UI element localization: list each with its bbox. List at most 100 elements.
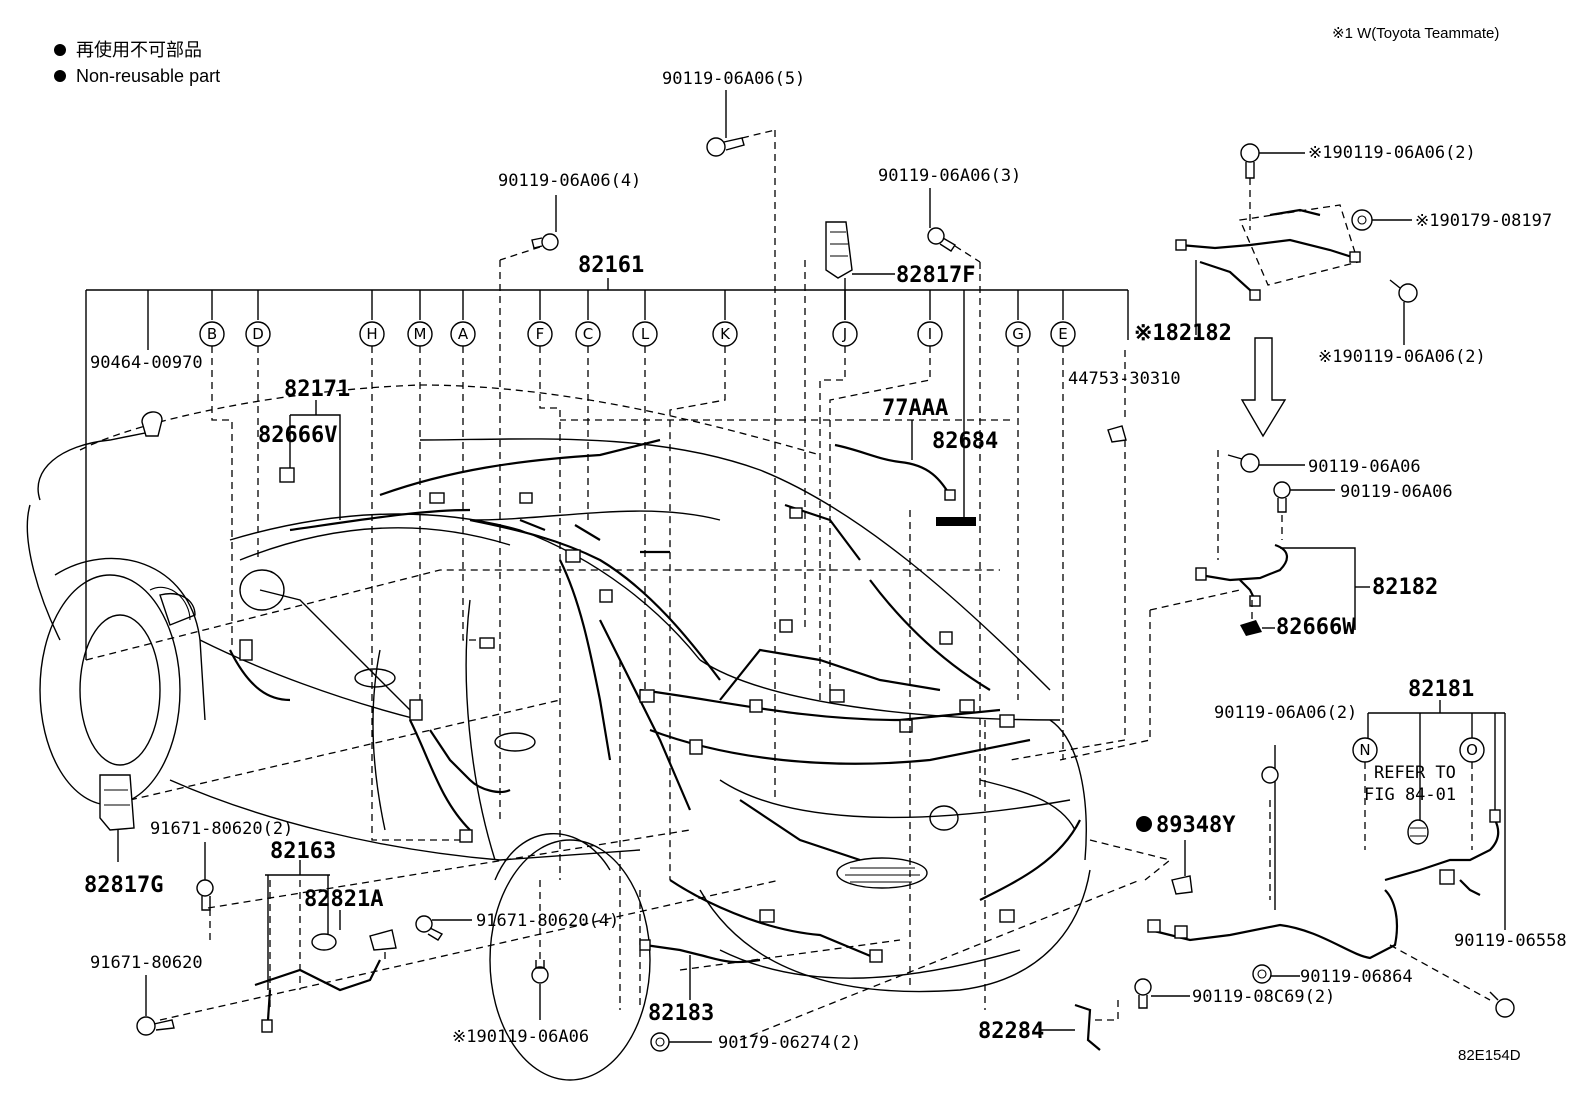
connector-letter-circles: B D H M A F C L K J I G E N O [199, 321, 1485, 763]
label-89348Y: 89348Y [1156, 813, 1236, 838]
label-tt-90119-06A06: ※190119-06A06 [452, 1027, 589, 1047]
label-tt-82182: ※182182 [1134, 321, 1232, 346]
ecu-icon [825, 221, 853, 279]
bolt-icon [706, 137, 745, 157]
bolt-icon [1261, 766, 1279, 784]
svg-text:B: B [207, 325, 217, 343]
label-90119-06558: 90119-06558 [1454, 931, 1567, 951]
label-91671-80620: 91671-80620 [90, 953, 203, 973]
svg-text:A: A [458, 325, 469, 343]
connector-G: G [1005, 321, 1031, 347]
label-90179-06274: 90179-06274(2) [718, 1033, 861, 1053]
label-90119-06A06-3: 90119-06A06(3) [878, 166, 1021, 186]
part-labels: 90119-06A06(5) 90119-06A06(4) 90119-06A0… [84, 69, 1567, 1064]
svg-text:L: L [641, 325, 650, 343]
connector-I: I [917, 321, 943, 347]
connector-A: A [450, 321, 476, 347]
figure-code: 82E154D [1458, 1047, 1521, 1064]
connector-J: J [832, 321, 858, 347]
connector-F: F [527, 321, 553, 347]
label-82817G: 82817G [84, 873, 163, 898]
label-tt-90179-08197: ※190179-08197 [1415, 211, 1552, 231]
label-90119-06A06-b: 90119-06A06 [1340, 482, 1453, 502]
toyota-teammate-note: ※1 W(Toyota Teammate) [1332, 25, 1499, 42]
svg-text:O: O [1466, 741, 1478, 759]
connector-C: C [575, 321, 601, 347]
bolt-icon [1134, 978, 1152, 1009]
connector-B: B [199, 321, 225, 347]
nut-icon [1351, 209, 1373, 231]
bolt-icon [415, 915, 444, 941]
label-refer-to: REFER TO [1374, 763, 1456, 783]
connector-N: N [1352, 737, 1378, 763]
leader-lines [85, 130, 1241, 1041]
car-body [26, 384, 1091, 1081]
label-82666W: 82666W [1276, 615, 1356, 640]
label-90119-06A06-a: 90119-06A06 [1308, 457, 1421, 477]
label-fig-84-01: FIG 84-01 [1364, 785, 1456, 805]
svg-text:E: E [1058, 325, 1067, 343]
bolt-icon [136, 1016, 175, 1036]
legend-text-ja: 再使用不可部品 [76, 40, 202, 60]
connector-M: M [407, 321, 433, 347]
label-82163: 82163 [270, 839, 336, 864]
label-90119-08C69: 90119-08C69(2) [1192, 987, 1335, 1007]
arrow-down-icon [1240, 337, 1287, 438]
bolt-icon [1240, 143, 1260, 179]
grommet-icon [1407, 819, 1429, 845]
label-82161: 82161 [578, 253, 644, 278]
non-reusable-marker-icon [54, 44, 66, 56]
connector-L: L [632, 321, 658, 347]
connector-H: H [359, 321, 385, 347]
bolt-icon [1273, 481, 1291, 513]
non-reusable-marker-icon [54, 70, 66, 82]
connector-K: K [712, 321, 738, 347]
nut-icon [1252, 964, 1272, 984]
ecu-icon [99, 774, 135, 831]
svg-text:I: I [928, 325, 932, 343]
label-tt-90119-06A06-2a: ※190119-06A06(2) [1308, 143, 1476, 163]
connector-O: O [1459, 737, 1485, 763]
label-91671-80620-4: 91671-80620(4) [476, 911, 619, 931]
label-90119-06864: 90119-06864 [1300, 967, 1413, 987]
clip-icon [1107, 425, 1127, 443]
label-82684: 82684 [932, 429, 998, 454]
svg-text:F: F [536, 325, 545, 343]
label-82666V: 82666V [258, 423, 337, 448]
bolt-icon [1389, 279, 1418, 303]
bolt-icon [1227, 453, 1260, 473]
legend-text-en: Non-reusable part [76, 66, 220, 86]
label-82181: 82181 [1408, 677, 1474, 702]
label-90119-06A06-5: 90119-06A06(5) [662, 69, 805, 89]
svg-text:J: J [842, 325, 847, 343]
label-82171: 82171 [284, 377, 350, 402]
small-parts [99, 90, 1193, 1052]
svg-text:M: M [414, 325, 427, 343]
svg-text:H: H [366, 325, 377, 343]
nut-icon [650, 1032, 670, 1052]
label-90464-00970: 90464-00970 [90, 353, 203, 373]
svg-text:N: N [1359, 741, 1370, 759]
label-90119-06A06-2-right: 90119-06A06(2) [1214, 703, 1357, 723]
label-82821A: 82821A [304, 887, 383, 912]
clip-icon [141, 411, 163, 437]
svg-text:D: D [252, 325, 264, 343]
connector-D: D [245, 321, 271, 347]
label-82284: 82284 [978, 1019, 1044, 1044]
bolt-icon [531, 233, 559, 251]
svg-text:G: G [1012, 325, 1024, 343]
label-44753-30310: 44753-30310 [1068, 369, 1181, 389]
label-90119-06A06-4: 90119-06A06(4) [498, 171, 641, 191]
bolt-icon [1489, 991, 1515, 1018]
label-91671-80620-2: 91671-80620(2) [150, 819, 293, 839]
svg-text:K: K [720, 325, 731, 343]
detail-toyota-teammate-82182 [1175, 143, 1418, 438]
bolt-icon [927, 227, 956, 252]
bolt-icon [531, 960, 549, 984]
label-82817F: 82817F [896, 263, 975, 288]
bolt-icon [196, 879, 214, 911]
label-77AAA: 77AAA [882, 396, 948, 421]
detail-82182 [1195, 450, 1370, 636]
clip-icon [279, 467, 295, 483]
